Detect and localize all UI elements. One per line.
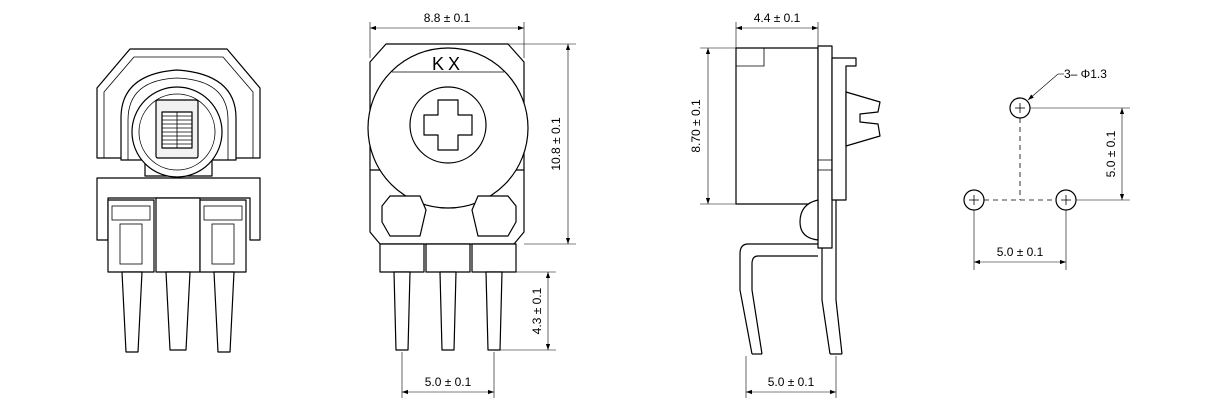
top-marking: KX bbox=[432, 54, 464, 74]
hole-pattern: 3– Φ1.3 5.0 ± 0.1 5.0 ± 0.1 bbox=[963, 67, 1130, 270]
front-rotor-inner bbox=[138, 93, 216, 171]
side-snap-latch bbox=[845, 91, 881, 147]
hole-callout-label: 3– Φ1.3 bbox=[1064, 67, 1107, 81]
top-pad-left bbox=[381, 195, 427, 237]
front-base bbox=[96, 177, 261, 241]
side-height-label: 8.70 ± 0.1 bbox=[689, 99, 703, 153]
front-housing-inner bbox=[103, 56, 254, 158]
side-height-dimension: 8.70 ± 0.1 bbox=[689, 47, 764, 205]
side-bent-lead-outer bbox=[739, 243, 818, 355]
top-height-dimension: 10.8 ± 0.1 bbox=[486, 43, 576, 245]
top-cross-slot bbox=[423, 99, 473, 151]
front-view bbox=[96, 48, 261, 353]
side-rotor-plate bbox=[817, 45, 833, 249]
top-height-label: 10.8 ± 0.1 bbox=[549, 117, 563, 171]
front-wiper-arm-inner bbox=[127, 77, 229, 160]
side-view: 4.4 ± 0.1 8.70 ± 0.1 5.0 ± 0.1 bbox=[689, 11, 881, 398]
top-view: KX 8.8 ± 0.1 1 bbox=[367, 11, 576, 398]
hole-vertical-label: 5.0 ± 0.1 bbox=[1104, 130, 1118, 177]
side-bump bbox=[799, 199, 819, 241]
top-width-label: 8.8 ± 0.1 bbox=[424, 11, 471, 25]
side-body bbox=[735, 47, 819, 205]
top-terminal-left bbox=[379, 243, 425, 351]
side-body-step bbox=[736, 48, 765, 67]
top-width-dimension: 8.8 ± 0.1 bbox=[369, 11, 525, 58]
top-terminal-middle bbox=[425, 243, 471, 351]
top-lead-length-label: 4.3 ± 0.1 bbox=[530, 287, 544, 334]
top-lead-length-dimension: 4.3 ± 0.1 bbox=[500, 271, 556, 351]
top-pitch-dimension: 5.0 ± 0.1 bbox=[401, 352, 495, 398]
hole-right bbox=[1055, 189, 1077, 211]
hole-horizontal-label: 5.0 ± 0.1 bbox=[997, 245, 1044, 259]
top-pad-right bbox=[471, 195, 517, 237]
hole-vertical-dimension: 5.0 ± 0.1 bbox=[1030, 107, 1130, 201]
side-depth-label: 4.4 ± 0.1 bbox=[754, 11, 801, 25]
hole-left bbox=[963, 189, 985, 211]
top-pitch-label: 5.0 ± 0.1 bbox=[425, 375, 472, 389]
front-terminal-right bbox=[199, 199, 247, 353]
side-bent-lead-inner bbox=[751, 255, 818, 355]
top-terminal-right bbox=[471, 243, 517, 351]
front-terminal-middle bbox=[155, 197, 201, 351]
side-straight-lead bbox=[821, 200, 843, 355]
front-terminal-left bbox=[107, 199, 155, 353]
hole-horizontal-dimension: 5.0 ± 0.1 bbox=[973, 210, 1067, 270]
side-depth-dimension: 4.4 ± 0.1 bbox=[735, 11, 819, 48]
hole-callout: 3– Φ1.3 bbox=[1027, 67, 1107, 101]
side-pitch-dimension: 5.0 ± 0.1 bbox=[745, 356, 837, 398]
side-back-plate bbox=[831, 57, 857, 201]
front-housing bbox=[96, 48, 261, 159]
side-pitch-label: 5.0 ± 0.1 bbox=[768, 375, 815, 389]
front-rotor-windings bbox=[162, 112, 192, 148]
hole-top bbox=[1009, 97, 1031, 119]
